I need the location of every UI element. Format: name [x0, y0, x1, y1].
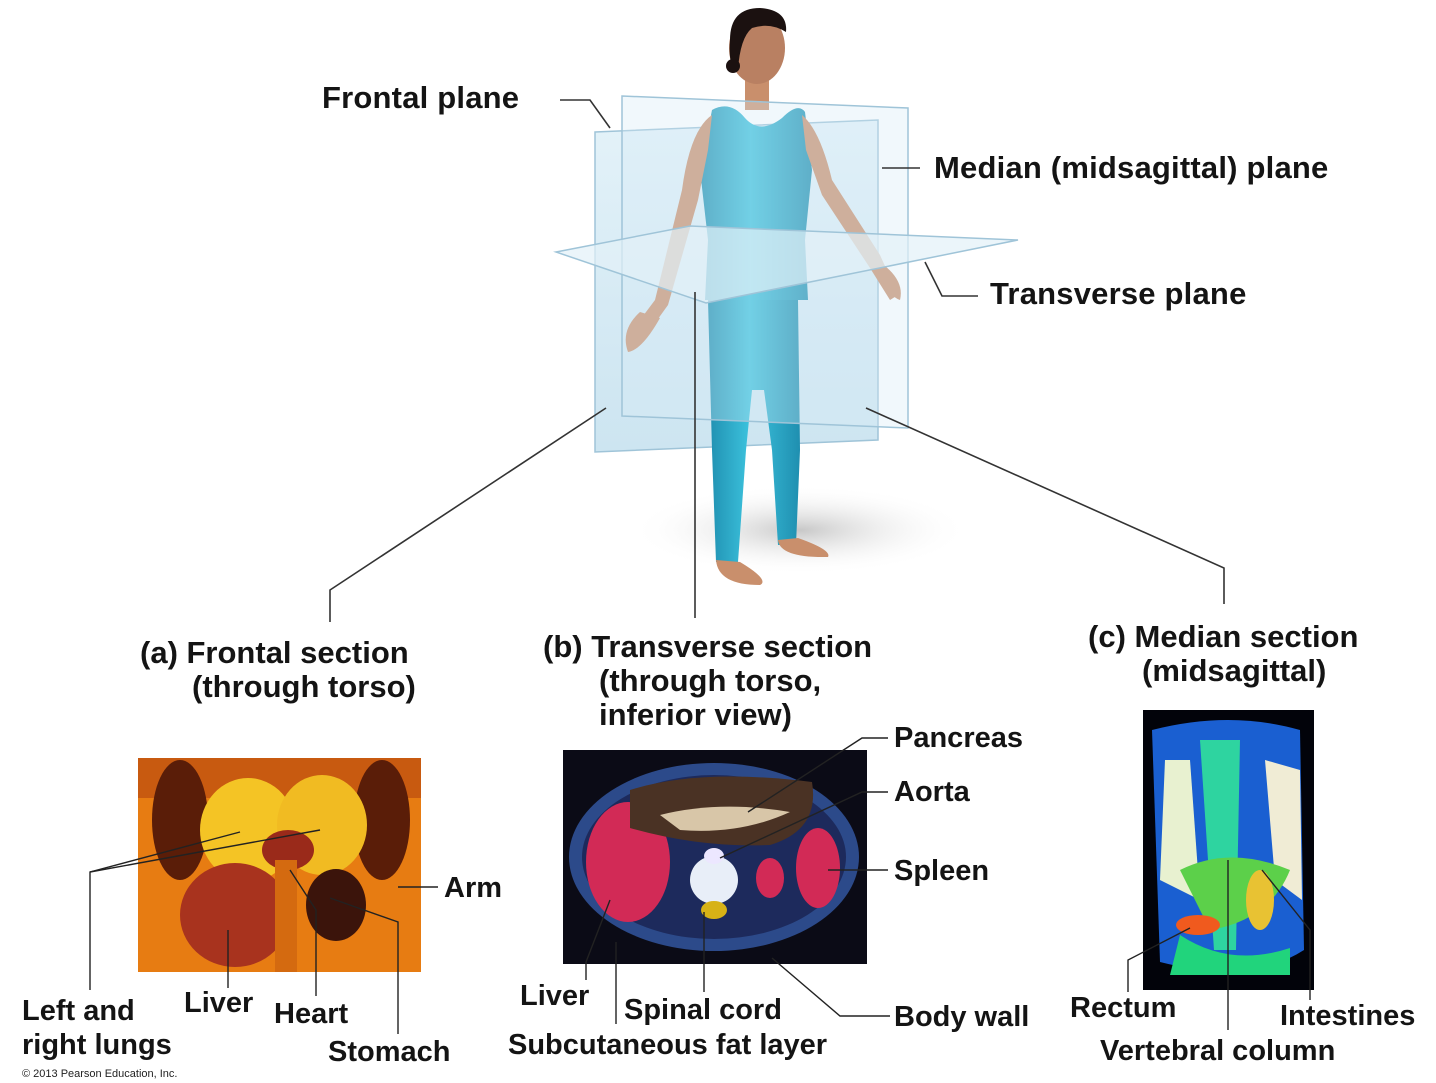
lungs-label-line2: right lungs — [22, 1028, 172, 1062]
frontal-section-image — [138, 758, 421, 972]
transverse-plane-leader — [925, 262, 978, 296]
section-a-title: (a) Frontal section (through torso) — [140, 636, 416, 704]
transverse-plane-label: Transverse plane — [990, 277, 1247, 311]
section-b-title: (b) Transverse section (through torso, i… — [543, 630, 872, 732]
rectum-label: Rectum — [1070, 991, 1176, 1025]
section-b-title-line2: (through torso, — [543, 664, 872, 698]
subcutaneous-fat-label: Subcutaneous fat layer — [508, 1028, 827, 1062]
body-wall-leader — [772, 958, 890, 1016]
section-a-title-line1: (a) Frontal section — [140, 636, 416, 670]
frontal-plane-leader — [560, 100, 610, 128]
frontal-section-leader — [330, 408, 606, 622]
section-c-title-line2: (midsagittal) — [1088, 654, 1358, 688]
vertebral-column-label: Vertebral column — [1100, 1034, 1335, 1068]
section-c-title-line1: (c) Median section — [1088, 620, 1358, 654]
arm-label: Arm — [444, 871, 502, 905]
heart-label: Heart — [274, 997, 348, 1031]
frontal-plane-label: Frontal plane — [322, 81, 519, 115]
pancreas-label: Pancreas — [894, 721, 1023, 755]
stomach-label: Stomach — [328, 1035, 450, 1069]
spinal-cord-label: Spinal cord — [624, 993, 782, 1027]
section-a-title-line2: (through torso) — [140, 670, 416, 704]
liver-label-b: Liver — [520, 979, 589, 1013]
spleen-label: Spleen — [894, 854, 989, 888]
section-b-title-line3: inferior view) — [543, 698, 872, 732]
lungs-label-line1: Left and — [22, 994, 135, 1028]
floor-shadow — [630, 485, 970, 575]
aorta-label: Aorta — [894, 775, 970, 809]
transverse-section-image — [563, 750, 867, 964]
copyright-notice: © 2013 Pearson Education, Inc. — [22, 1068, 177, 1081]
section-c-title: (c) Median section (midsagittal) — [1088, 620, 1358, 688]
liver-label-a: Liver — [184, 986, 253, 1020]
section-b-title-line1: (b) Transverse section — [543, 630, 872, 664]
intestines-label: Intestines — [1280, 999, 1415, 1033]
body-wall-label: Body wall — [894, 1000, 1029, 1034]
median-plane-label: Median (midsagittal) plane — [934, 151, 1328, 185]
